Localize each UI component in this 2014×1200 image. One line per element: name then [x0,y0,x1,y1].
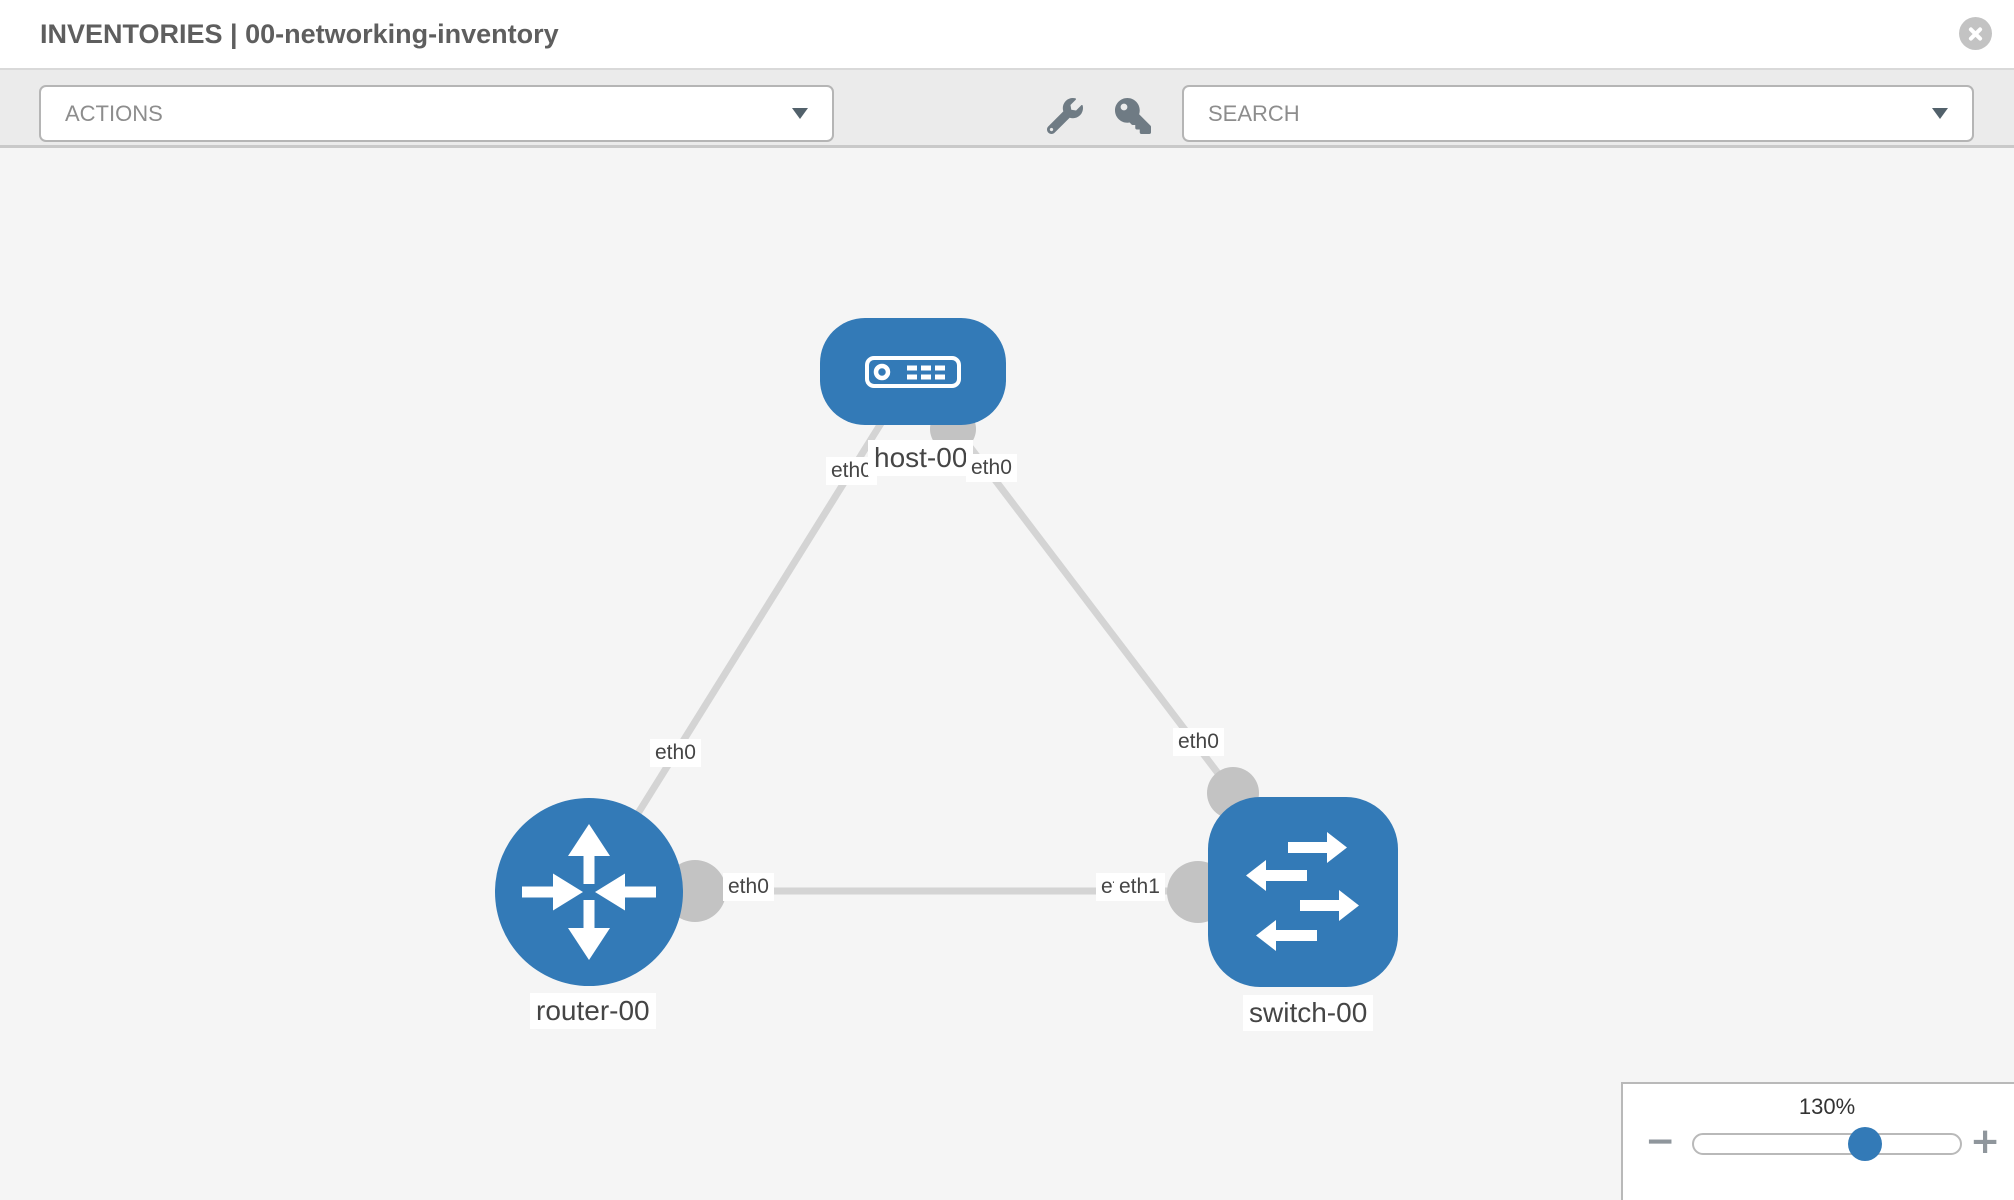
node-switch-00[interactable] [1208,797,1398,987]
zoom-level-readout: 130% [1798,1094,1856,1119]
node-label-router: router-00 [530,993,656,1029]
search-dropdown-label: SEARCH [1208,100,1300,126]
chevron-down-icon [792,108,808,119]
zoom-panel: 130% − + [1621,1082,2014,1200]
iface-label: eth1 [1114,873,1165,901]
key-icon[interactable] [1115,96,1155,136]
zoom-in-button[interactable]: + [1970,1121,2001,1162]
search-dropdown[interactable]: SEARCH [1182,85,1974,142]
wrench-icon[interactable] [1047,96,1087,136]
actions-dropdown[interactable]: ACTIONS [39,85,834,142]
iface-label: eth0 [1173,728,1224,756]
iface-label: eth0 [650,739,701,767]
node-router-00[interactable] [495,798,683,986]
page-title: INVENTORIES | 00-networking-inventory [40,19,559,49]
switch-icon [1246,832,1359,951]
close-icon[interactable] [1959,17,1992,50]
node-label-switch: switch-00 [1243,995,1374,1031]
toolbar: ACTIONS SEARCH [0,70,2014,148]
node-label-host: host-00 [868,440,974,476]
zoom-slider-knob[interactable] [1848,1127,1882,1161]
header: INVENTORIES | 00-networking-inventory [0,0,2014,70]
zoom-slider-track[interactable] [1692,1133,1962,1155]
actions-dropdown-label: ACTIONS [65,100,163,126]
topology-canvas[interactable]: eth0 host-00 eth0 eth0 eth0 eth0 eth0 et… [0,148,2014,1200]
zoom-out-button[interactable]: − [1645,1121,1676,1162]
iface-label: eth0 [723,873,774,901]
router-icon [522,824,656,960]
chevron-down-icon [1932,108,1948,119]
iface-label: eth0 [966,454,1017,482]
links-layer [586,369,1303,923]
host-icon [865,356,961,388]
node-host-00[interactable] [820,318,1006,425]
